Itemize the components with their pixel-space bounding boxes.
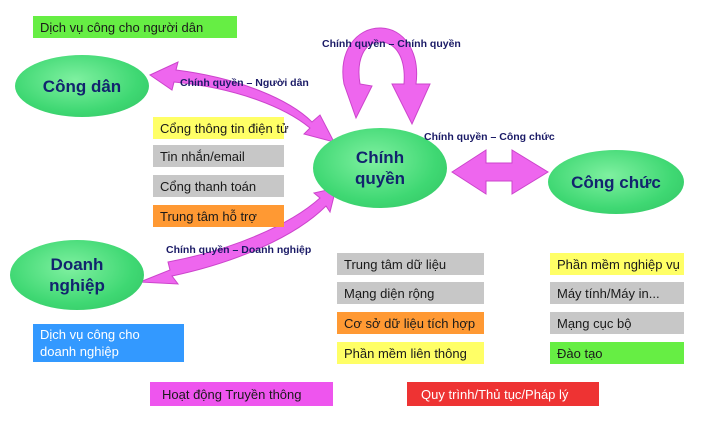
arrow-business-government — [139, 187, 337, 285]
channel-support-center: Trung tâm hỗ trợ — [153, 205, 284, 227]
node-chinh-quyen: Chính quyền — [313, 128, 447, 208]
internal-computers-printers: Máy tính/Máy in... — [550, 282, 684, 304]
node-label-cong-chuc: Công chức — [571, 172, 661, 192]
internal-lan: Mạng cục bộ — [550, 312, 684, 334]
arrow-government-loop — [342, 27, 431, 126]
infra-interop-software: Phần mềm liên thông — [337, 342, 484, 364]
infra-integrated-db: Cơ sở dữ liệu tích hợp — [337, 312, 484, 334]
service-citizen: Dịch vụ công cho người dân — [33, 16, 237, 38]
edge-label-cq-nguoi-dan: Chính quyền – Người dân — [180, 77, 309, 89]
node-cong-chuc: Công chức — [548, 150, 684, 214]
channel-portal: Cổng thông tin điện tử — [153, 117, 289, 139]
channel-sms-email: Tin nhắn/email — [153, 145, 284, 167]
internal-business-software: Phần mềm nghiệp vụ — [550, 253, 684, 275]
infra-wan: Mạng diện rộng — [337, 282, 484, 304]
arrow-government-civilservant — [451, 149, 549, 195]
service-business: Dịch vụ công cho doanh nghiệp — [33, 324, 184, 362]
node-doanh-nghiep: Doanh nghiệp — [10, 240, 144, 310]
node-label-chinh-quyen: Chính quyền — [354, 148, 406, 188]
edge-label-cq-cong-chuc: Chính quyền – Công chức — [424, 131, 555, 143]
internal-training: Đào tạo — [550, 342, 684, 364]
node-cong-dan: Công dân — [15, 55, 149, 117]
node-label-cong-dan: Công dân — [42, 76, 122, 96]
channel-payment: Cổng thanh toán — [153, 175, 284, 197]
node-label-doanh-nghiep: Doanh nghiệp — [49, 255, 105, 295]
edge-label-cq-cq: Chính quyền – Chính quyền — [322, 38, 461, 50]
footer-procedure: Quy trình/Thủ tục/Pháp lý — [407, 382, 599, 406]
infra-data-center: Trung tâm dữ liệu — [337, 253, 484, 275]
edge-label-cq-doanh-nghiep: Chính quyền – Doanh nghiệp — [166, 244, 312, 256]
footer-communication: Hoạt động Truyền thông — [150, 382, 333, 406]
